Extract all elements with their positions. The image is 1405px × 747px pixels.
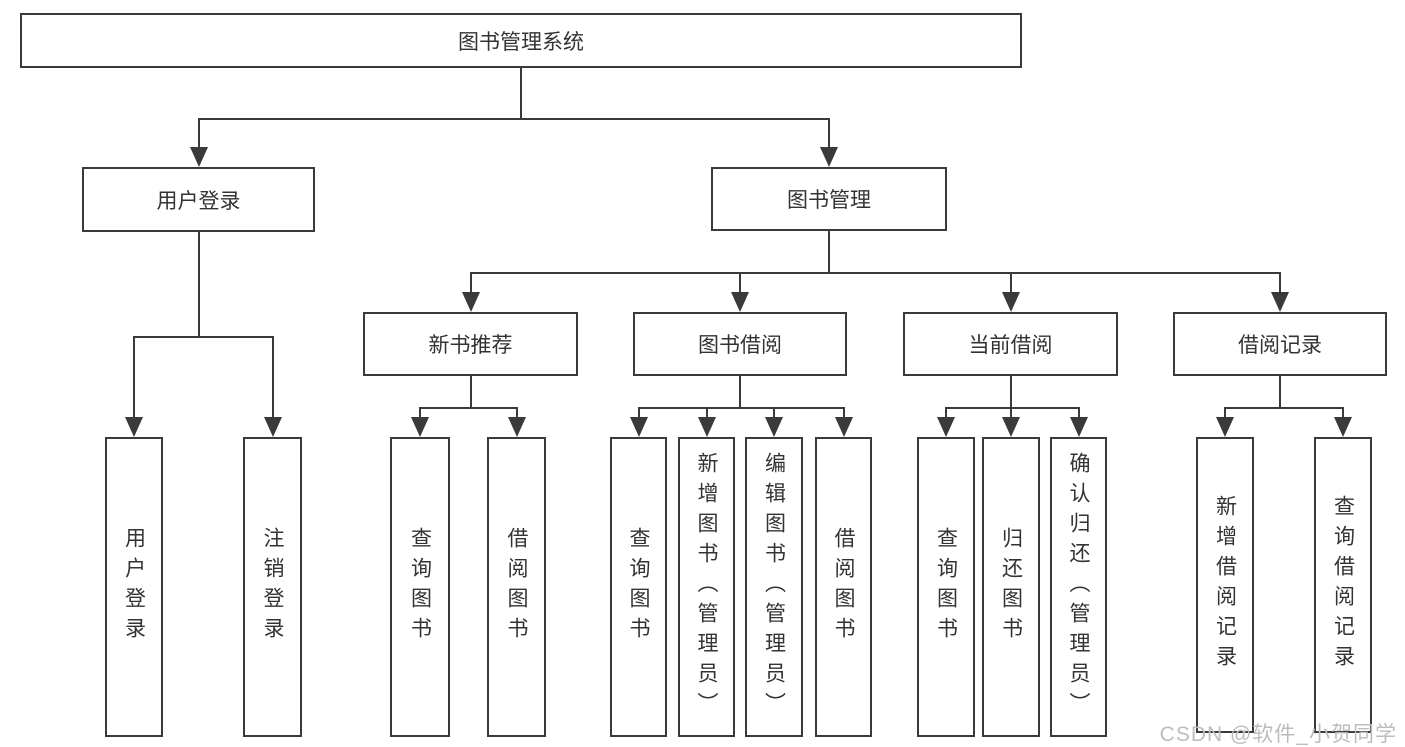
node-borrowing-query-book: 查询图书: [610, 437, 667, 737]
arrowhead-down-icon: [411, 417, 429, 437]
connector-line: [1009, 376, 1012, 409]
node-label: 用户登录: [156, 189, 241, 213]
arrowhead-down-icon: [1216, 417, 1234, 437]
connector-line: [1010, 407, 1012, 425]
connector-line: [515, 407, 518, 425]
node-label: 查询图书: [627, 527, 650, 647]
node-label: 借阅记录: [1238, 334, 1322, 357]
node-label: 新增图书（管理员）: [695, 452, 718, 722]
arrowhead-down-icon: [189, 147, 208, 167]
connector-line: [637, 407, 845, 409]
node-label: 新增借阅记录: [1213, 495, 1237, 675]
arrowhead-down-icon: [937, 417, 955, 437]
connector-line: [1342, 407, 1344, 425]
arrowhead-down-icon: [263, 417, 282, 437]
node-label: 查询借阅记录: [1331, 495, 1355, 675]
node-borrowing-borrow-book: 借阅图书: [815, 437, 872, 737]
connector-line: [419, 407, 518, 409]
arrowhead-down-icon: [765, 417, 783, 437]
connector-line: [1009, 272, 1012, 300]
node-label: 当前借阅: [968, 334, 1053, 357]
arrowhead-down-icon: [834, 417, 853, 437]
node-label: 归还图书: [999, 527, 1023, 647]
csdn-watermark: CSDN @软件_小贺同学: [1159, 723, 1397, 746]
node-label: 查询图书: [408, 527, 432, 647]
connector-line: [1279, 376, 1281, 409]
node-recommend-borrow-book: 借阅图书: [487, 437, 546, 737]
arrowhead-down-icon: [461, 292, 480, 312]
node-user-login-module: 用户登录: [82, 167, 315, 232]
connector-line: [739, 272, 741, 300]
connector-line: [469, 376, 472, 409]
node-label: 图书管理: [787, 189, 871, 212]
connector-line: [842, 407, 845, 425]
node-label: 注销登录: [261, 527, 284, 647]
node-records-add-record: 新增借阅记录: [1196, 437, 1254, 733]
arrowhead-down-icon: [697, 417, 716, 437]
connector-line: [705, 407, 708, 425]
connector-line: [1224, 407, 1226, 425]
node-label: 图书借阅: [698, 334, 782, 357]
node-label: 编辑图书（管理员）: [762, 452, 786, 722]
arrowhead-down-icon: [1334, 417, 1352, 437]
node-label: 借阅图书: [505, 527, 528, 647]
connector-line: [828, 231, 830, 274]
node-borrowing-edit-book: 编辑图书（管理员）: [745, 437, 803, 737]
node-borrowing-records: 借阅记录: [1173, 312, 1387, 376]
arrowhead-down-icon: [731, 292, 749, 312]
node-book-management: 图书管理: [711, 167, 947, 231]
node-records-query-record: 查询借阅记录: [1314, 437, 1372, 733]
connector-line: [520, 68, 522, 120]
node-logout: 注销登录: [243, 437, 302, 737]
arrowhead-down-icon: [125, 417, 143, 437]
node-current-return-book: 归还图书: [982, 437, 1040, 737]
connector-line: [828, 118, 830, 155]
node-user-login: 用户登录: [105, 437, 163, 737]
arrowhead-down-icon: [629, 417, 648, 437]
connector-line: [419, 407, 421, 425]
node-recommend-query-book: 查询图书: [390, 437, 450, 737]
connector-line: [197, 232, 200, 338]
node-root: 图书管理系统: [20, 13, 1022, 68]
connector-line: [637, 407, 640, 425]
connector-line: [1224, 407, 1344, 409]
node-label: 确认归还（管理员）: [1067, 452, 1090, 722]
arrowhead-down-icon: [1271, 292, 1289, 312]
connector-line: [773, 407, 775, 425]
connector-line: [133, 336, 135, 425]
arrowhead-down-icon: [820, 147, 838, 167]
connector-line: [945, 407, 1080, 409]
connector-line: [469, 272, 472, 300]
node-book-borrowing: 图书借阅: [633, 312, 847, 376]
connector-line: [133, 336, 274, 338]
node-current-confirm-return: 确认归还（管理员）: [1050, 437, 1107, 737]
node-current-query-book: 查询图书: [917, 437, 975, 737]
arrowhead-down-icon: [507, 417, 526, 437]
node-label: 图书管理系统: [458, 30, 584, 54]
connector-line: [945, 407, 947, 425]
connector-line: [1077, 407, 1080, 425]
node-label: 查询图书: [934, 527, 958, 647]
node-label: 新书推荐: [428, 334, 513, 357]
node-label: 借阅图书: [832, 527, 855, 647]
connector-line: [197, 118, 830, 120]
connector-line: [197, 118, 200, 155]
node-label: 用户登录: [122, 527, 146, 647]
arrowhead-down-icon: [1001, 292, 1020, 312]
node-new-book-recommend: 新书推荐: [363, 312, 578, 376]
connector-line: [469, 272, 1281, 274]
node-current-borrowing: 当前借阅: [903, 312, 1118, 376]
node-borrowing-add-book: 新增图书（管理员）: [678, 437, 735, 737]
connector-line: [1279, 272, 1281, 300]
connector-line: [739, 376, 741, 409]
arrowhead-down-icon: [1069, 417, 1088, 437]
arrowhead-down-icon: [1002, 417, 1020, 437]
connector-line: [271, 336, 274, 425]
